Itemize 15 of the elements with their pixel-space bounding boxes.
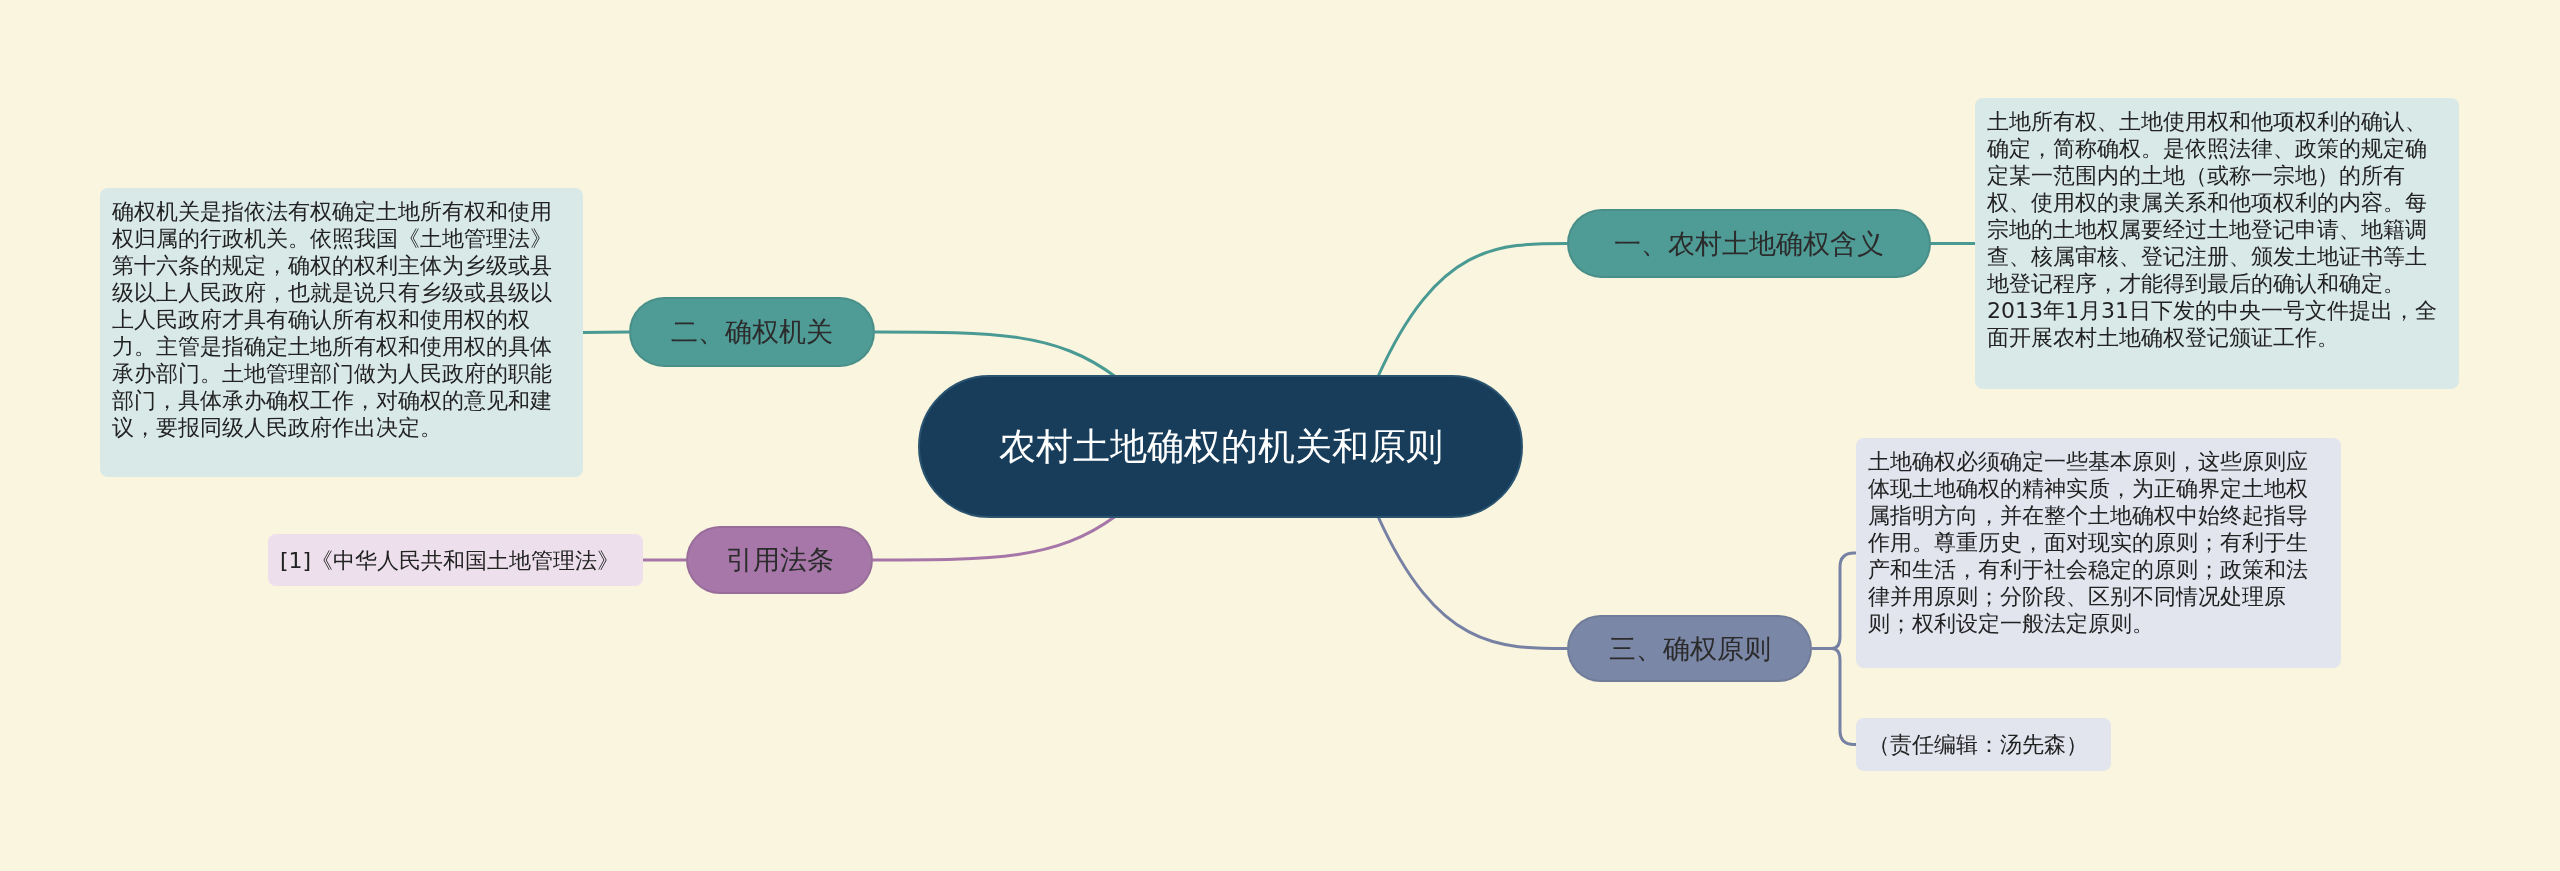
connector bbox=[1931, 242, 1975, 245]
connector bbox=[583, 330, 629, 334]
note-box: （责任编辑：汤先森） bbox=[1856, 718, 2111, 771]
note-box: 确权机关是指依法有权确定土地所有权和使用权归属的行政机关。依照我国《土地管理法》第十六条的规定，确权的权利主体为乡级或县级以上人民政府，也就是说只有乡级或县级以上人民政府才具有确认所有权和使用权的权力。主管是指确定土地所有权和使用权的具体承办部门。土地管理部门做为人民政府的职能部门，具体承办确权工作，对确权的意见和建议，要报同级人民政府作出决定。 bbox=[100, 188, 583, 477]
connector bbox=[1376, 515, 1567, 650]
connector bbox=[1376, 242, 1567, 378]
topic-box: 农村土地确权的机关和原则 bbox=[918, 375, 1523, 518]
note-box: 土地确权必须确定一些基本原则，这些原则应体现土地确权的精神实质，为正确界定土地权属指明方向，并在整个土地确权中始终起指导作用。尊重历史，面对现实的原则；有利于生产和生活，有利于社会稳定的原则；政策和法律并用原则；分阶段、区别不同情况处理原则；权利设定一般法定原则。 bbox=[1856, 438, 2341, 668]
note-box: [1]《中华人民共和国土地管理法》 bbox=[268, 534, 643, 586]
branch-pill: 二、确权机关 bbox=[629, 297, 875, 367]
branch-pill: 引用法条 bbox=[686, 526, 873, 594]
note-box: 土地所有权、土地使用权和他项权利的确认、确定，简称确权。是依照法律、政策的规定确定某一范围内的土地（或称一宗地）的所有权、使用权的隶属关系和他项权利的内容。每宗地的土地权属要经过土地登记申请、地籍调查、核属审核、登记注册、颁发土地证书等土地登记程序，才能得到最后的确认和确定。2013年1月31日下发的中央一号文件提出，全面开展农村土地确权登记颁证工作。 bbox=[1975, 98, 2459, 389]
branch-pill: 一、农村土地确权含义 bbox=[1567, 209, 1931, 278]
branch-pill: 三、确权原则 bbox=[1567, 615, 1812, 682]
connector bbox=[643, 558, 686, 562]
